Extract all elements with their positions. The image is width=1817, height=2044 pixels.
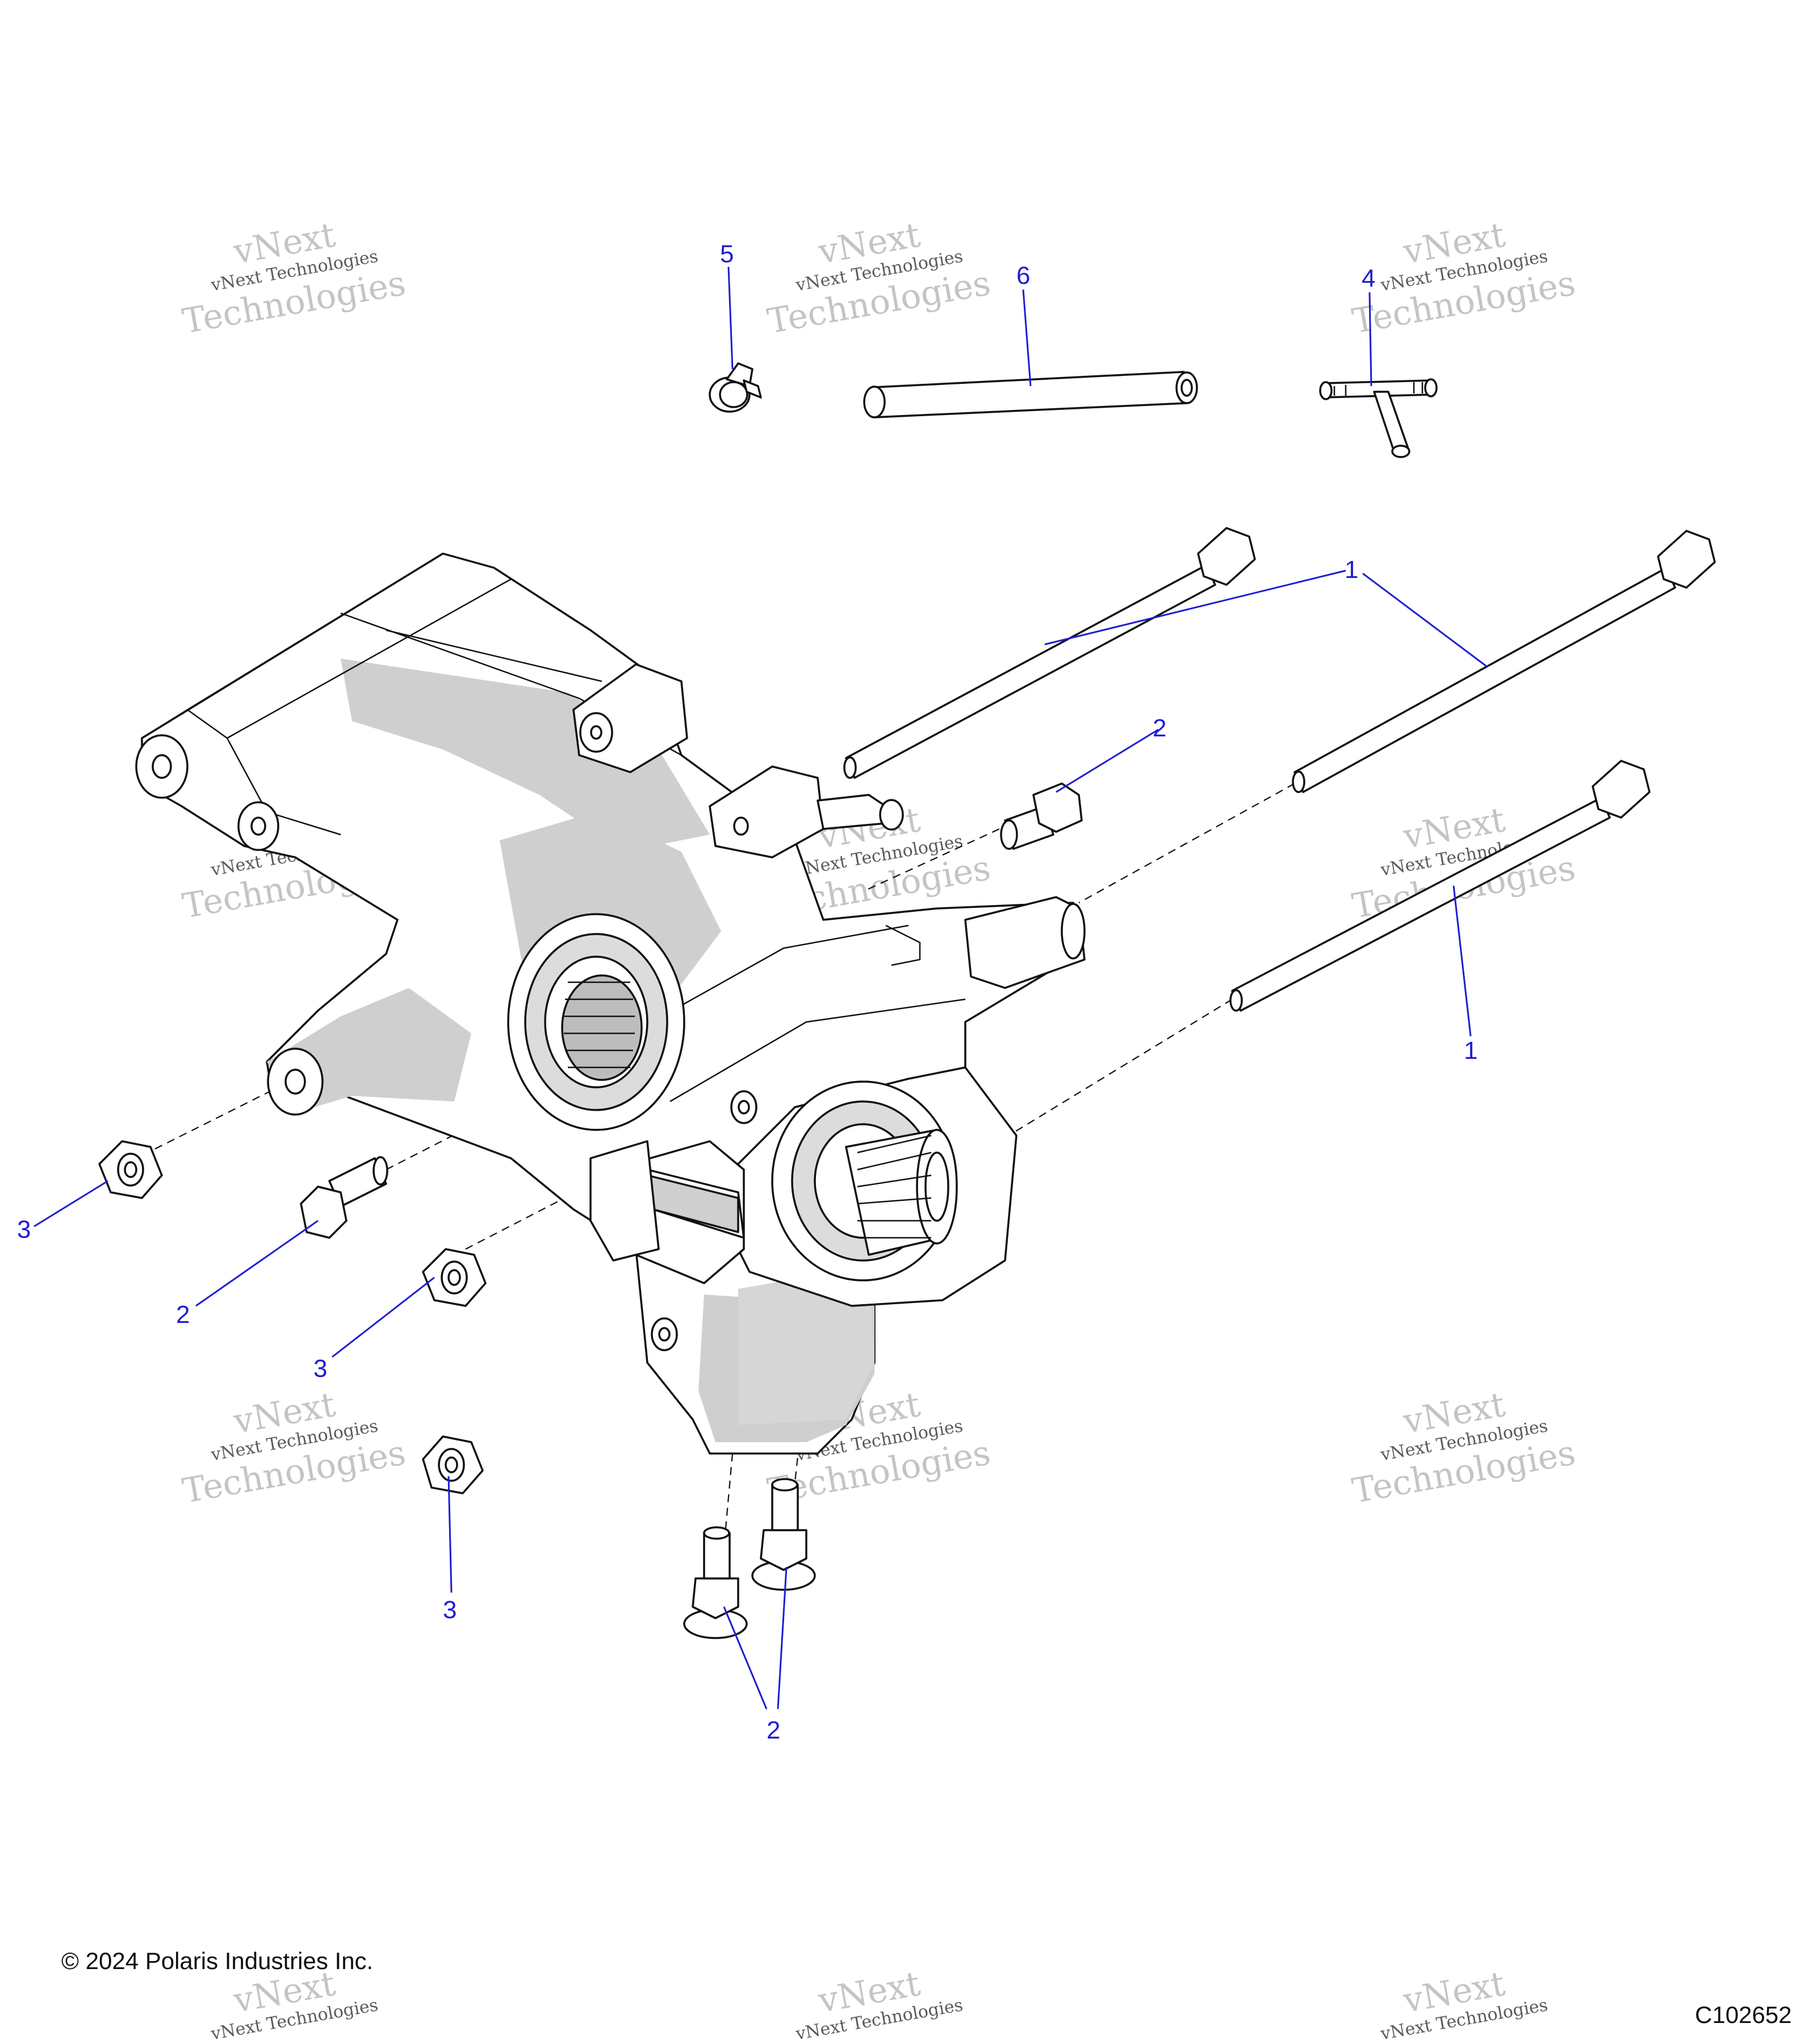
flange-nut-left bbox=[98, 1140, 163, 1199]
flange-bolt-left bbox=[300, 1156, 388, 1239]
callout-6: 6 bbox=[1016, 262, 1030, 290]
figure-id: C102652 bbox=[1695, 2001, 1792, 2028]
callout-4: 4 bbox=[1362, 265, 1375, 292]
watermark: vNext vNext Technologies Technologies bbox=[179, 1385, 408, 1511]
leader-lines bbox=[34, 266, 1488, 1710]
callout-5: 5 bbox=[720, 240, 734, 268]
callout-2-left: 2 bbox=[176, 1301, 190, 1329]
housing-shade-top bbox=[341, 659, 710, 852]
flange-bolt-bottom-right bbox=[751, 1478, 816, 1591]
callout-3-mid: 3 bbox=[313, 1355, 327, 1383]
callout-2-top: 2 bbox=[1153, 714, 1166, 742]
long-bolt-lower-right bbox=[1229, 760, 1651, 1012]
callout-1-right: 1 bbox=[1464, 1037, 1477, 1065]
copyright-notice: © 2024 Polaris Industries Inc. bbox=[61, 1947, 374, 1974]
callouts: 5 6 4 1 2 1 3 2 3 3 2 bbox=[17, 240, 1477, 1744]
callout-2-bottom: 2 bbox=[767, 1716, 780, 1744]
flange-bolt-bottom-left bbox=[683, 1526, 748, 1639]
watermark: vNext vNext Technologies Technologies bbox=[1349, 1385, 1578, 1511]
gearcase-housing bbox=[135, 552, 1086, 1455]
flange-nut-bottom bbox=[422, 1435, 484, 1494]
long-bolt-upper-right bbox=[1292, 530, 1716, 793]
watermark: vNext vNext Technologies bbox=[1379, 1964, 1550, 2044]
watermark: vNext vNext Technologies Technologies bbox=[764, 215, 993, 342]
hose-clamp bbox=[709, 362, 762, 413]
housing-shade-foot bbox=[738, 1266, 874, 1425]
callout-1-top: 1 bbox=[1345, 556, 1358, 584]
hose bbox=[863, 371, 1198, 418]
watermark: vNext vNext Technologies Technologies bbox=[1349, 800, 1578, 927]
long-bolt-upper-left bbox=[843, 527, 1256, 779]
watermark: vNext vNext Technologies bbox=[794, 1964, 965, 2044]
flange-nut-mid bbox=[422, 1248, 487, 1307]
flange-bolt-top bbox=[1000, 782, 1083, 850]
watermark: vNext vNext Technologies Technologies bbox=[179, 215, 408, 342]
callout-3-left: 3 bbox=[17, 1216, 31, 1243]
tee-fitting bbox=[1319, 378, 1438, 458]
callout-3-bottom: 3 bbox=[443, 1596, 457, 1624]
